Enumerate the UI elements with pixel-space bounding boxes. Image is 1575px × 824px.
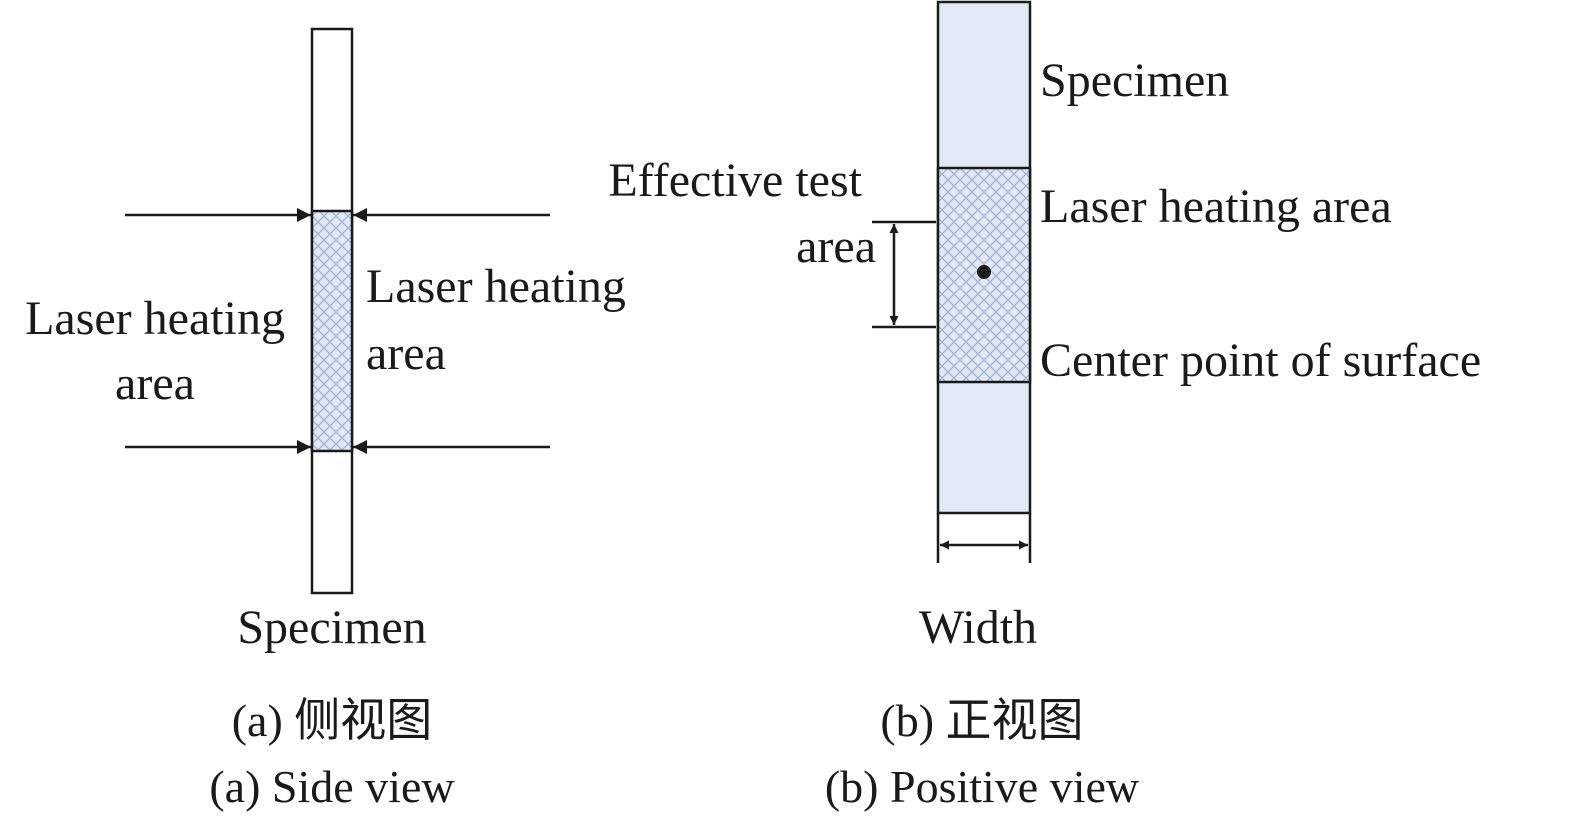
- center-point: [977, 265, 991, 279]
- front-specimen-label: Specimen: [1040, 54, 1229, 107]
- side-view: Laser heating area Laser heating area Sp…: [25, 27, 626, 812]
- side-left-label-line2: area: [115, 357, 195, 410]
- side-specimen-label: Specimen: [237, 601, 426, 654]
- front-heating-area: [936, 166, 1032, 384]
- side-caption-en: (a) Side view: [209, 761, 455, 812]
- side-caption-cn: (a) 侧视图: [232, 695, 433, 746]
- width-label: Width: [919, 601, 1037, 654]
- side-left-label-line1: Laser heating: [25, 292, 285, 345]
- front-caption-cn: (b) 正视图: [880, 695, 1083, 746]
- front-heating-label: Laser heating area: [1040, 180, 1392, 233]
- side-heating-area: [310, 209, 354, 453]
- side-right-label-line1: Laser heating: [366, 260, 626, 313]
- front-center-label: Center point of surface: [1040, 334, 1481, 387]
- effective-label-line2: area: [796, 220, 876, 273]
- side-right-label-line2: area: [366, 327, 446, 380]
- effective-label-line1: Effective test: [608, 154, 862, 207]
- positive-view: Specimen Laser heating area Center point…: [608, 0, 1481, 812]
- front-caption-en: (b) Positive view: [825, 761, 1140, 812]
